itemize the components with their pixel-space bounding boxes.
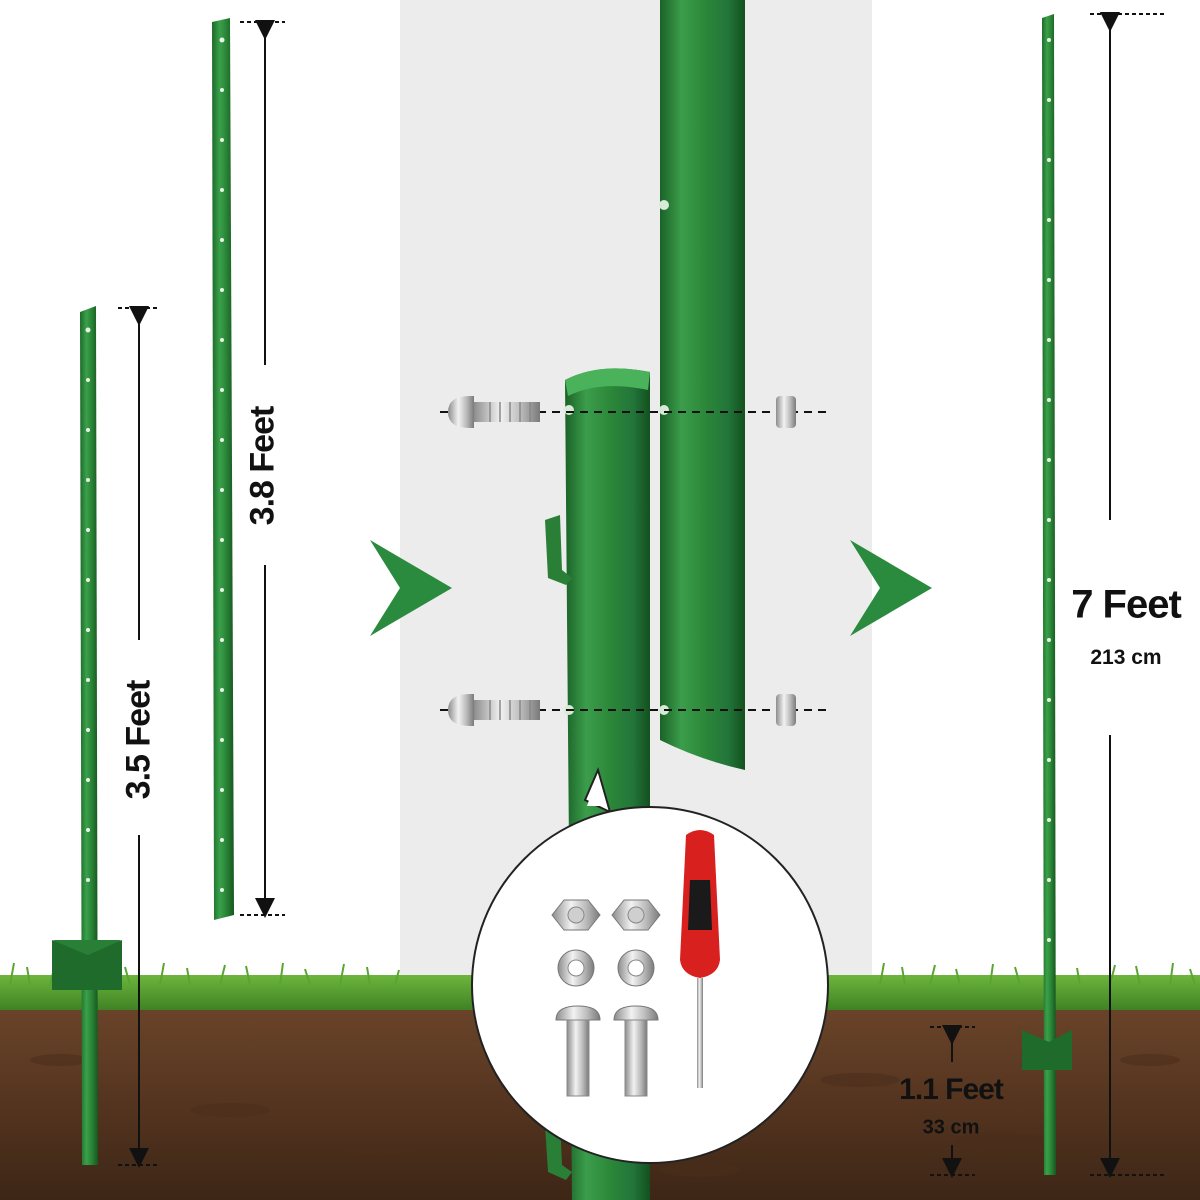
buried-depth-label: 1.1 Feet: [899, 1073, 1004, 1106]
bolt-icon: [555, 1005, 601, 1097]
extension-post: [212, 18, 234, 920]
arrow-right-icon: [370, 540, 452, 636]
bolt-icon: [448, 396, 540, 428]
screwdriver-icon: [680, 830, 720, 1088]
short-post-with-anchor: [52, 306, 122, 1165]
assembled-post: [1022, 14, 1072, 1175]
arrow-right-icon: [850, 540, 932, 636]
hardware-kit-items: [551, 830, 720, 1097]
extension-post-dimension-line: [240, 20, 285, 918]
short-post-height-label: 3.5 Feet: [119, 680, 158, 800]
buried-depth-metric-label: 33 cm: [922, 1116, 980, 1139]
assembled-height-dimension-line: [1090, 12, 1165, 1178]
hardware-kit-callout: [471, 767, 829, 1164]
washer-icon: [557, 949, 595, 987]
assembly-upper-post: [659, 0, 745, 770]
washer-icon: [617, 949, 655, 987]
bolt-icon: [448, 694, 540, 726]
buried-depth-dimension-line: [930, 1025, 975, 1178]
nut-icon: [776, 396, 796, 428]
bolt-guide-lines: [440, 411, 830, 711]
short-post-dimension-line: [118, 306, 160, 1168]
assembled-height-label: 7 Feet: [1071, 582, 1182, 627]
bolt-icon: [613, 1005, 659, 1097]
extension-post-height-label: 3.8 Feet: [243, 406, 282, 526]
nut-icon: [611, 899, 661, 931]
nut-icon: [776, 694, 796, 726]
nut-icon: [551, 899, 601, 931]
soil-texture: [30, 1054, 1180, 1177]
assembled-height-metric-label: 213 cm: [1090, 646, 1162, 669]
